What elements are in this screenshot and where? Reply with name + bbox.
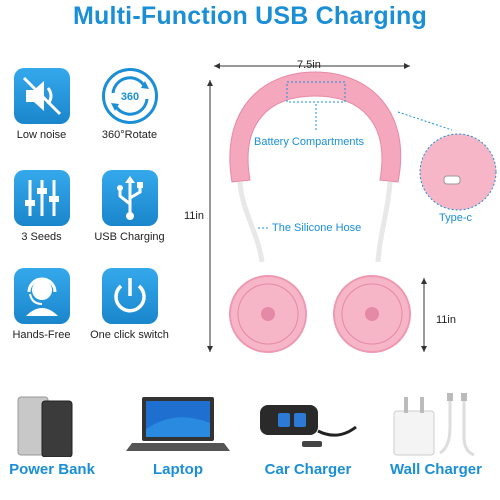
car-charger-item: Car Charger: [252, 391, 364, 478]
sliders-icon: [13, 170, 70, 226]
bottom-label: Power Bank: [9, 461, 95, 478]
hose-callout: The Silicone Hose: [272, 222, 362, 234]
fan-height-dimension-line: [421, 278, 427, 352]
fan-head-left: [229, 275, 307, 353]
feature-power: One click switch: [82, 268, 177, 341]
feature-rotate: 360 360°Rotate: [82, 68, 177, 141]
feature-label: One click switch: [90, 329, 169, 341]
width-dimension-line: [214, 63, 410, 69]
bottom-label: Laptop: [153, 461, 203, 478]
laptop-item: Laptop: [122, 391, 234, 478]
height-dimension-line: [207, 80, 213, 352]
wall-charger-icon: [393, 393, 475, 457]
feature-label: Low noise: [16, 129, 67, 141]
wall-charger-item: Wall Charger: [380, 391, 492, 478]
silicone-hose-left: [237, 181, 265, 263]
power-bank-icon: [17, 396, 73, 457]
neck-fan-illustration: [207, 63, 497, 353]
feature-speeds: 3 Seeds: [0, 170, 89, 243]
speaker-mute-icon: [13, 68, 70, 124]
port-callout: Type-c: [439, 212, 473, 224]
feature-label: 360°Rotate: [101, 129, 158, 141]
battery-callout: Battery Compartments: [254, 136, 365, 148]
feature-label: 3 Seeds: [21, 231, 62, 243]
power-bank-item: Power Bank: [0, 391, 108, 478]
feature-label: Hands-Free: [12, 329, 71, 341]
headset-person-icon: [13, 268, 70, 324]
fan-head-right: [333, 275, 411, 353]
page-title: Multi-Function USB Charging: [73, 2, 427, 30]
feature-usb: USB Charging: [82, 170, 177, 243]
feature-low-noise: Low noise: [0, 68, 89, 141]
car-charger-icon: [260, 405, 357, 447]
bottom-label: Wall Charger: [390, 461, 482, 478]
battery-marker: [286, 81, 346, 103]
width-dimension: 7.5in: [297, 59, 321, 71]
laptop-icon: [126, 397, 230, 451]
rotate-360-icon: 360: [101, 68, 158, 124]
type-c-port-zoom: [397, 111, 497, 211]
neck-band: [229, 71, 402, 183]
feature-label: USB Charging: [94, 231, 165, 243]
feature-hands-free: Hands-Free: [0, 268, 89, 341]
bottom-label: Car Charger: [264, 461, 352, 478]
fan-height-dimension: 11in: [436, 314, 456, 326]
silicone-hose-right: [375, 181, 393, 263]
rotate-360-text: 360: [120, 91, 138, 103]
power-icon: [101, 268, 158, 324]
usb-icon: [101, 170, 158, 226]
height-dimension: 11in: [184, 210, 204, 222]
